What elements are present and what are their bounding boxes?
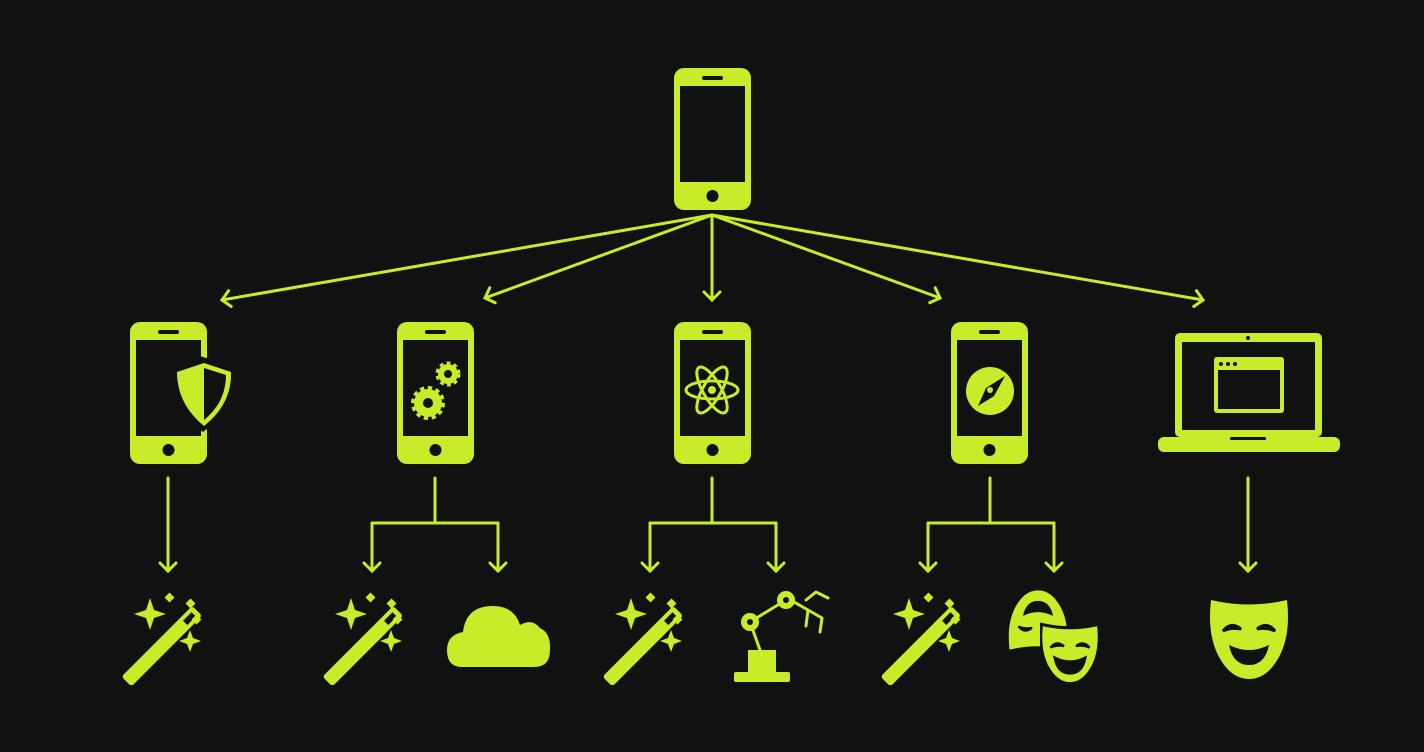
edge-arrow <box>710 213 1206 309</box>
smartphone-icon <box>674 68 751 210</box>
cloud-icon <box>447 606 551 667</box>
laptop-browser-window-icon <box>1158 333 1340 452</box>
magic-wand-icon <box>880 592 962 685</box>
edge-branch <box>926 476 1056 525</box>
root-edges <box>219 213 1206 309</box>
robot-arm-icon <box>734 590 830 682</box>
magic-wand-icon <box>322 592 404 685</box>
comedy-mask-icon <box>1209 598 1289 680</box>
edge-branch <box>648 476 778 525</box>
smartphone-atom-icon <box>674 322 751 464</box>
edge-arrow <box>710 213 942 305</box>
smartphone-shield-icon <box>130 322 239 464</box>
magic-wand-icon <box>602 592 684 685</box>
edge-arrow <box>219 213 714 309</box>
child-edges <box>158 476 1258 574</box>
smartphone-gears-icon <box>397 322 474 464</box>
theater-masks-icon <box>1008 589 1100 685</box>
smartphone-compass-icon <box>951 322 1028 464</box>
edge-arrow <box>483 213 714 305</box>
edge-branch <box>370 476 500 525</box>
magic-wand-icon <box>121 592 203 685</box>
